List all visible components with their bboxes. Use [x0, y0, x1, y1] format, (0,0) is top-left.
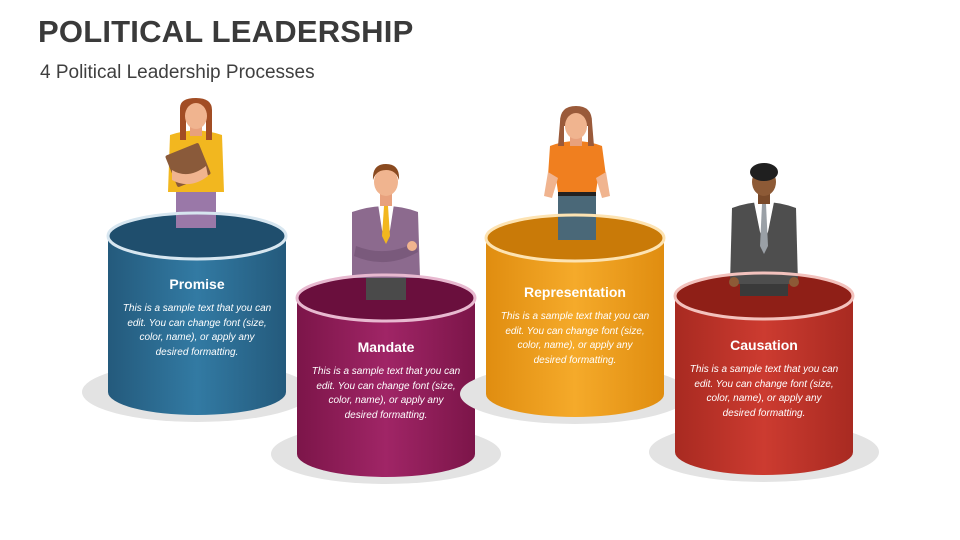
cylinder-rim [673, 271, 855, 321]
step-causation: Causation This is a sample text that you… [689, 337, 839, 421]
step-description: This is a sample text that you can edit.… [689, 364, 839, 419]
man-in-suit-icon [729, 163, 799, 296]
cylinder-body [108, 236, 286, 415]
slide-subtitle: 4 Political Leadership Processes [40, 62, 315, 83]
step-description: This is a sample text that you can edit.… [500, 311, 650, 366]
step-promise: Promise This is a sample text that you c… [122, 276, 272, 360]
step-label: Representation [524, 284, 626, 300]
cylinder-rim [484, 213, 666, 263]
slide-title: POLITICAL LEADERSHIP [38, 14, 414, 49]
cylinder-body [297, 298, 475, 477]
woman-hands-on-hips-icon [544, 106, 610, 240]
cylinder-body [675, 296, 853, 475]
step-description: This is a sample text that you can edit.… [311, 366, 461, 421]
step-mandate: Mandate This is a sample text that you c… [311, 339, 461, 423]
step-label: Mandate [357, 339, 415, 355]
cylinder-rim [295, 273, 477, 323]
step-representation: Representation This is a sample text tha… [500, 284, 650, 368]
cylinder-representation [460, 106, 690, 424]
step-label: Promise [169, 276, 225, 292]
step-description: This is a sample text that you can edit.… [122, 303, 272, 358]
cylinder-causation [649, 163, 879, 482]
cylinder-promise [82, 98, 312, 422]
cylinder-mandate [271, 164, 501, 484]
woman-with-folder-icon [165, 98, 224, 228]
cylinder-opening [108, 213, 286, 259]
man-arms-crossed-icon [352, 164, 420, 300]
cylinder-rim [106, 211, 288, 261]
cylinder-body [486, 238, 664, 417]
step-label: Causation [730, 337, 798, 353]
